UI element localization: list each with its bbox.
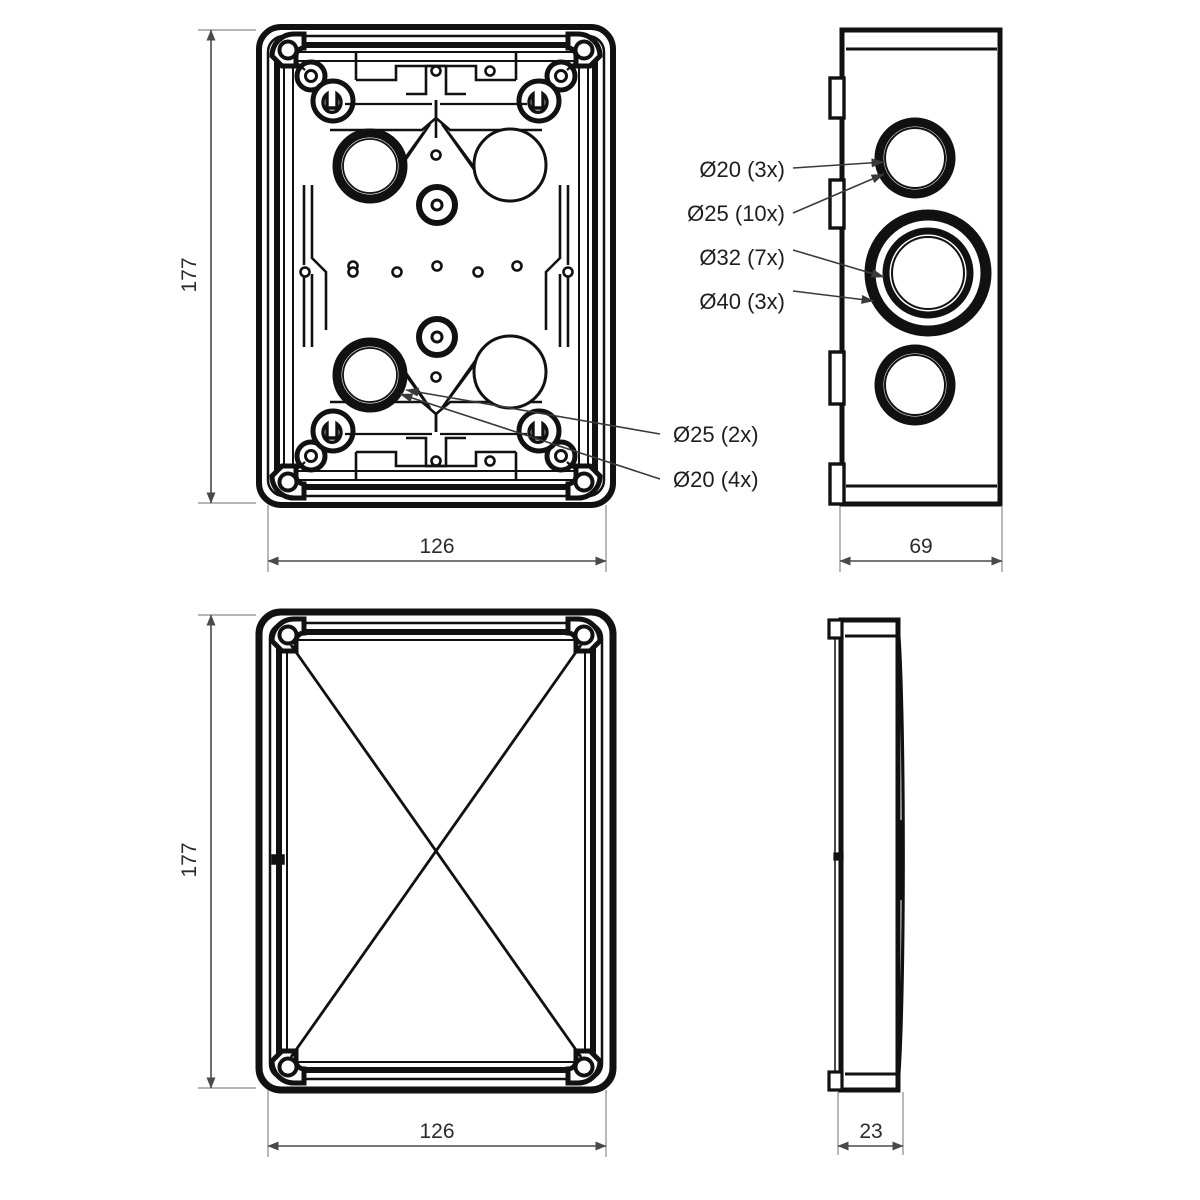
- base-floor-outline: [292, 60, 580, 472]
- base-side-ribs: [302, 185, 570, 347]
- base-gasket-channel-inner: [283, 51, 589, 481]
- base-knockout-upper-center: [416, 184, 458, 226]
- lid-corner-boss-bl: [269, 1048, 307, 1086]
- dim-label-lid-thickness: 23: [859, 1120, 882, 1143]
- view-lid-top: [255, 608, 617, 1094]
- lid-side-ear-top: [827, 618, 844, 640]
- lid-side-latch-marker: [833, 852, 844, 861]
- corner-boss-bl: [269, 463, 307, 501]
- dim-base-width: 126: [267, 505, 607, 572]
- base-view-callout-leaders: [399, 387, 661, 480]
- base-knockout-upper-right: [472, 127, 548, 203]
- base-internal-bosses: [294, 59, 578, 473]
- view-base-interior: [256, 24, 616, 508]
- lid-side-body: [838, 617, 901, 1093]
- base-oblong-bosses: [310, 78, 562, 454]
- side-knockout-top: [874, 117, 956, 199]
- base-corner-bosses: [269, 31, 603, 501]
- side-mounting-tabs: [828, 76, 846, 506]
- lid-corner-bosses: [269, 616, 603, 1086]
- side-view-callout-leaders: [792, 158, 885, 304]
- leader-d32-7x: [792, 249, 885, 278]
- base-knockout-lower-center: [416, 316, 458, 358]
- dim-label-side-depth: 69: [909, 535, 932, 558]
- lid-corner-boss-tr: [565, 616, 603, 654]
- callout-d20-4x: Ø20 (4x): [673, 467, 759, 492]
- leader-d20-3x: [792, 158, 885, 169]
- lid-rim: [276, 629, 596, 1073]
- base-gasket-channel: [274, 42, 598, 490]
- callout-d40-3x: Ø40 (3x): [699, 289, 785, 314]
- dim-side-depth: 69: [839, 506, 1003, 572]
- base-rib-channels: [354, 52, 518, 480]
- dim-lid-height: 177: [178, 614, 256, 1089]
- side-knockout-bottom: [874, 344, 956, 426]
- lid-corner-boss-tl: [269, 616, 307, 654]
- leader-d40-3x: [792, 290, 875, 304]
- corner-boss-br: [565, 463, 603, 501]
- dim-label-base-width: 126: [419, 535, 454, 558]
- callout-d25-10x: Ø25 (10x): [687, 201, 785, 226]
- view-lid-side: [827, 617, 905, 1093]
- leader-d20-4x: [399, 393, 661, 480]
- callout-d32-7x: Ø32 (7x): [699, 245, 785, 270]
- callout-d25-2x: Ø25 (2x): [673, 422, 759, 447]
- base-knockout-lower-left: [332, 337, 408, 413]
- lid-side-ear-bottom: [827, 1070, 844, 1092]
- lid-edge-marker: [271, 854, 285, 865]
- callout-d20-3x: Ø20 (3x): [699, 157, 785, 182]
- lid-rim-inner: [286, 639, 586, 1063]
- dim-label-base-height: 177: [178, 257, 201, 292]
- side-knockout-middle: [864, 209, 992, 337]
- leader-d25-2x: [405, 387, 661, 435]
- base-knockout-lower-right: [472, 334, 548, 410]
- base-pilot-holes: [299, 65, 574, 467]
- dim-label-lid-width: 126: [419, 1120, 454, 1143]
- lid-diagonal-cross: [289, 644, 583, 1058]
- dim-lid-thickness: 23: [837, 1092, 904, 1155]
- dim-label-lid-height: 177: [178, 842, 201, 877]
- leader-d25-10x: [792, 173, 885, 214]
- dim-lid-width: 126: [267, 1090, 607, 1157]
- corner-boss-tl: [269, 31, 307, 69]
- view-side-knockouts: [828, 27, 1003, 507]
- corner-boss-tr: [565, 31, 603, 69]
- base-knockout-upper-left: [332, 128, 408, 204]
- dim-base-height: 177: [178, 29, 256, 504]
- lid-corner-boss-br: [565, 1048, 603, 1086]
